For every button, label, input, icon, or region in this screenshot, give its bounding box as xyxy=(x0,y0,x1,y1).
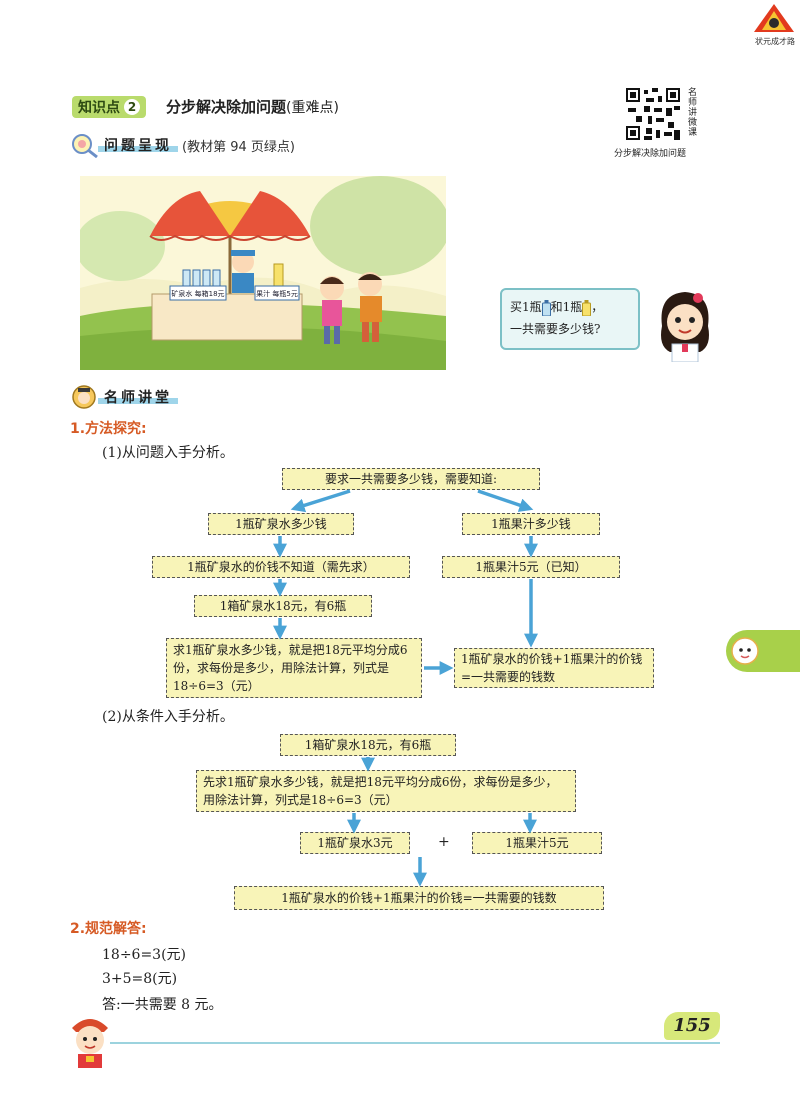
knowledge-point-tag: (重难点) xyxy=(286,100,339,116)
knowledge-point-label: 知识点 xyxy=(78,100,120,116)
footer-rule xyxy=(110,1042,720,1044)
sign-juice-text: 果汁 每瓶5元 xyxy=(256,289,298,298)
water-stall-illustration: 矿泉水 每箱18元 果汁 每瓶5元 xyxy=(80,176,446,370)
part1-label: (1)从问题入手分析。 xyxy=(102,445,234,461)
p1-top-box: 要求一共需要多少钱，需要知道: xyxy=(282,468,540,490)
p2-bottom-box: 1瓶矿泉水的价钱+1瓶果汁的价钱=一共需要的钱数 xyxy=(234,886,604,910)
sheep-face-icon xyxy=(731,637,759,665)
qr-code-icon[interactable] xyxy=(624,86,682,142)
teacher-section-label: 名师讲堂 xyxy=(98,387,178,407)
qr-side-label: 名师讲微课 xyxy=(688,88,698,138)
problem-section-label: 问题呈现 xyxy=(98,135,178,155)
bubble-text-comma: ， xyxy=(591,300,604,314)
page-number: 155 xyxy=(664,1012,720,1040)
knowledge-point-number: 2 xyxy=(124,99,140,115)
problem-section-note: (教材第 94 页绿点) xyxy=(182,139,295,155)
teacher-icon xyxy=(72,385,96,409)
p2-plus-sign: + xyxy=(438,834,450,850)
question-speech-bubble: 买1瓶和1瓶 ， 一共需要多少钱? xyxy=(500,288,640,350)
bubble-line-2: 一共需要多少钱? xyxy=(510,322,601,336)
bubble-text-and: 和1瓶 xyxy=(550,300,583,314)
p1-left2-box: 1瓶矿泉水的价钱不知道（需先求） xyxy=(152,556,410,578)
magnifier-icon xyxy=(72,134,98,158)
problem-section-heading: 问题呈现 (教材第 94 页绿点) xyxy=(70,132,295,158)
p1-right1-box: 1瓶果汁多少钱 xyxy=(462,513,600,535)
p1-left3-box: 1箱矿泉水18元，有6瓶 xyxy=(194,595,372,617)
answer-heading: 2.规范解答: xyxy=(70,921,147,937)
girl-character-icon xyxy=(661,292,709,362)
knowledge-point-badge: 知识点 2 xyxy=(72,96,146,118)
knowledge-point-title: 分步解决除加问题(重难点) xyxy=(166,96,339,117)
brand-logo-icon xyxy=(754,4,794,32)
p2-left-box: 1瓶矿泉水3元 xyxy=(300,832,410,854)
p1-left1-box: 1瓶矿泉水多少钱 xyxy=(208,513,354,535)
arrow-p1-top-left xyxy=(290,489,351,513)
bubble-line-1: 买1瓶和1瓶 ， xyxy=(510,296,630,318)
knowledge-point-title-text: 分步解决除加问题 xyxy=(166,98,287,116)
arrow-p1-top-right xyxy=(477,489,534,512)
water-bottle-icon xyxy=(541,299,551,316)
qr-caption: 分步解决除加问题 xyxy=(614,149,687,159)
juice-bottle-icon xyxy=(582,299,592,316)
part2-label: (2)从条件入手分析。 xyxy=(102,709,234,725)
answer-line-2: 3+5=8(元) xyxy=(102,971,178,987)
sign-water-text: 矿泉水 每箱18元 xyxy=(171,289,224,298)
bubble-text-buy: 买1瓶 xyxy=(510,300,542,314)
p1-right2-box: 1瓶果汁5元（已知） xyxy=(442,556,620,578)
p2-right-box: 1瓶果汁5元 xyxy=(472,832,602,854)
p1-left4-box: 求1瓶矿泉水多少钱，就是把18元平均分成6份，求每份是多少，用除法计算，列式是1… xyxy=(166,638,422,698)
p2-top-box: 1箱矿泉水18元，有6瓶 xyxy=(280,734,456,756)
p2-mid-box: 先求1瓶矿泉水多少钱，就是把18元平均分成6份，求每份是多少，用除法计算，列式是… xyxy=(196,770,576,812)
method-heading: 1.方法探究: xyxy=(70,421,147,437)
answer-line-3: 答:一共需要 8 元。 xyxy=(102,997,223,1013)
teacher-section-heading: 名师讲堂 xyxy=(70,384,178,410)
p1-result-box: 1瓶矿泉水的价钱+1瓶果汁的价钱=一共需要的钱数 xyxy=(454,648,654,688)
answer-line-1: 18÷6=3(元) xyxy=(102,947,187,963)
brand-name: 状元成才路 xyxy=(755,37,795,46)
mascot-icon xyxy=(72,1019,108,1068)
